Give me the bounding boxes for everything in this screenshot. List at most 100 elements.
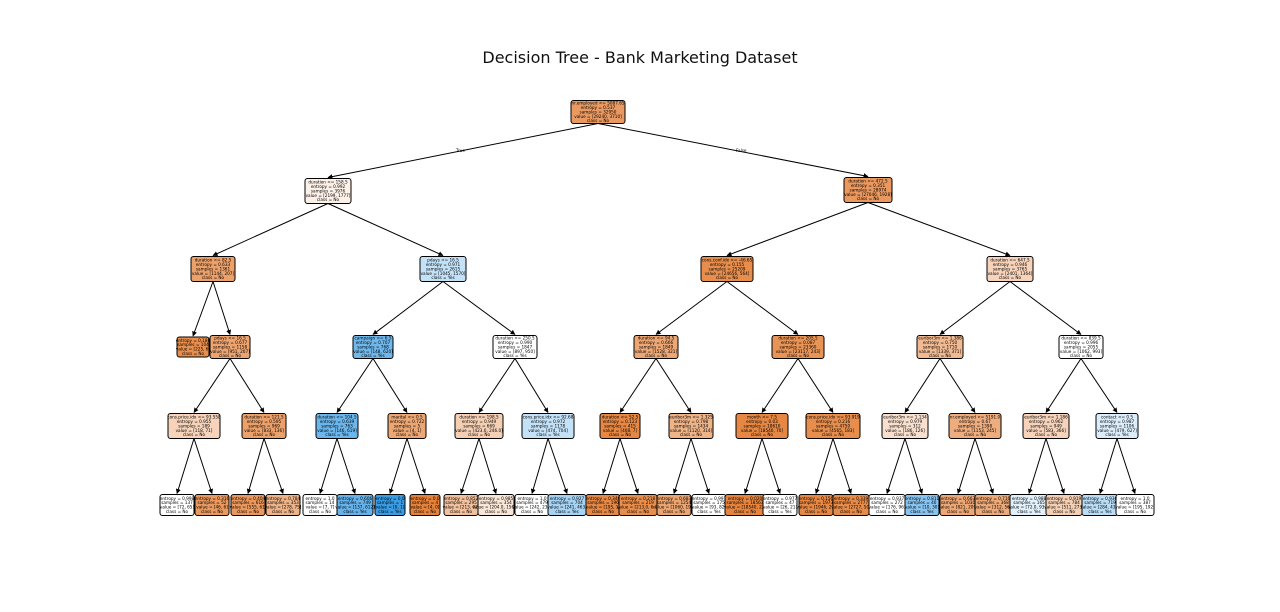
tree-node-line: samples = 387 (1119, 500, 1151, 505)
tree-edge (388, 438, 408, 494)
tree-node-line: class = No (182, 351, 205, 356)
tree-node-line: value = [4565, 183] (812, 428, 855, 433)
tree-node-box (492, 335, 538, 359)
tree-node-line: duration <= 94.5 (638, 336, 675, 341)
tree-node-line: class = Yes (431, 275, 454, 280)
tree-node-line: value = [2727, 50] (831, 505, 871, 510)
tree-node-line: class = No (219, 353, 242, 358)
tree-node-line: entropy = 0.949 (462, 419, 497, 424)
tree-node-box (241, 413, 287, 439)
tree-node-line: pdays <= 16.5 (214, 336, 246, 341)
tree-node-line: samples = 104 (177, 342, 209, 347)
tree-node-line: entropy = 0.936 (1083, 496, 1118, 501)
tree-node-box (881, 413, 929, 439)
tree-node-line: entropy = 0.919 (1047, 496, 1082, 501)
tree-node-line: class = No (414, 509, 437, 514)
tree-node-line: samples = 165 (1013, 500, 1045, 505)
tree-node-line: samples = 18563 (727, 500, 764, 505)
tree-node-line: entropy = 1.0 (1120, 496, 1149, 501)
tree-node-line: class = No (253, 432, 276, 437)
tree-edge (726, 281, 799, 335)
tree-edge (1045, 358, 1082, 413)
tree-node-line: samples = 749 (339, 500, 371, 505)
tree-edge (619, 438, 639, 494)
tree-node-line: entropy = 0.087 (781, 340, 816, 345)
tree-node-line: class = No (964, 432, 987, 437)
tree-node-line: entropy = 0.987 (1100, 419, 1135, 424)
tree-node-line: entropy = 0.156 (799, 496, 834, 501)
tree-node-line: value = [72, 65] (160, 505, 195, 510)
tree-node-line: class = Yes (536, 432, 559, 437)
tree-node-line: value = [555, 61] (230, 505, 267, 510)
tree-node-line: class = No (1124, 509, 1147, 514)
tree-node-line: entropy = 0.677 (213, 340, 248, 345)
tree-edge (192, 281, 214, 337)
tree-node-box (176, 336, 210, 358)
edge-label-true: True (455, 148, 465, 153)
tree-node-line: class = No (1070, 353, 1093, 358)
tree-node-line: value = [474, 704] (528, 428, 568, 433)
tree-edge (867, 202, 1011, 257)
tree-node-line: entropy = 0.798 (674, 419, 709, 424)
tree-node-line: value = [24656, 564] (705, 271, 750, 276)
tree-node-line: entropy = 1.0 (305, 496, 334, 501)
tree-edge (229, 358, 265, 413)
tree-node-line: class = No (716, 275, 739, 280)
tree-node-line: value = [213, 82] (443, 505, 480, 510)
tree-node-line: entropy = 0.633 (196, 262, 231, 267)
tree-node-line: samples = 763 (321, 423, 353, 428)
tree-node-line: entropy = 0.977 (763, 496, 798, 501)
tree-node-line: value = [4, 1] (393, 428, 422, 433)
tree-node-line: class = No (1035, 432, 1058, 437)
tree-node-line: value = [225, 6] (176, 347, 211, 352)
tree-node-line: value = [479, 627] (1097, 428, 1137, 433)
tree-node-line: entropy = 0.811 (905, 496, 940, 501)
tree-node-line: samples = 768 (357, 344, 389, 349)
tree-node-line: samples = 175 (693, 500, 725, 505)
tree-node-line: value = [1045, 1570] (421, 271, 466, 276)
tree-node-line: class = No (999, 275, 1022, 280)
tree-edge (1116, 438, 1136, 494)
tree-node-line: class = Yes (378, 509, 401, 514)
tree-node-box (167, 413, 221, 439)
tree-node-line: value = [242, 237] (512, 505, 552, 510)
tree-edge (974, 438, 994, 494)
tree-node-line: campaign <= 6.5 (355, 336, 392, 341)
tree-node-line: cons.conf.idx <= -46.65 (702, 258, 753, 263)
tree-node-line: value = [18540, 23] (724, 505, 767, 510)
tree-edge (939, 281, 1011, 335)
tree-node-line: duration <= 104.5 (317, 415, 357, 420)
tree-node-line: class = No (237, 509, 260, 514)
tree-node-box (668, 413, 714, 439)
tree-edge (327, 123, 599, 180)
tree-node-line: value = [72.0, 93.0] (1008, 505, 1051, 510)
tree-edge (212, 281, 232, 335)
tree-node-line: samples = 354 (480, 500, 512, 505)
tree-node-line: value = [284, 435] (1080, 505, 1120, 510)
tree-node-box (656, 494, 692, 516)
tree-node-box (477, 494, 515, 516)
tree-node-line: entropy = 0.985 (479, 496, 514, 501)
tree-edge (761, 358, 799, 413)
tree-node-line: samples = 219 (622, 500, 654, 505)
tree-node-line: samples = 4750 (816, 423, 851, 428)
tree-node-line: entropy = 0.537 (581, 105, 616, 110)
tree-node-line: duration <= 198.5 (459, 415, 499, 420)
tree-node-line: class = No (947, 509, 970, 514)
tree-node-line: samples = 1434 (674, 423, 709, 428)
tree-node-line: samples = 1178 (531, 423, 566, 428)
tree-node-line: class = No (645, 353, 668, 358)
tree-node-line: entropy = 0.316 (195, 496, 230, 501)
